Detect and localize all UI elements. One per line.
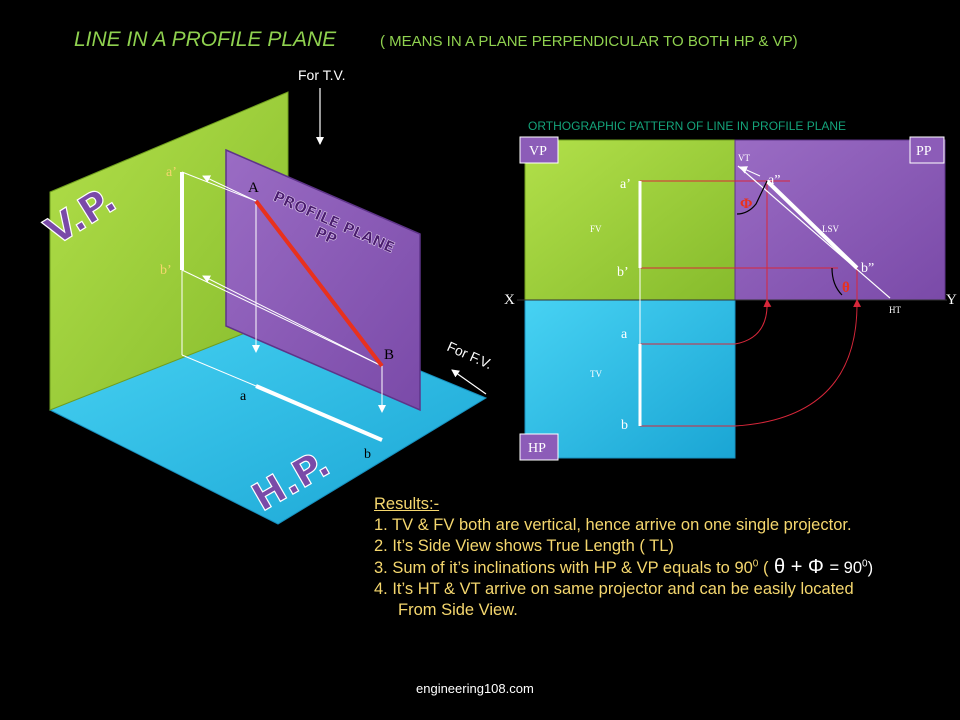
pp-tag [909, 136, 945, 164]
vt-label: VT [738, 153, 750, 163]
arc-b-transfer [734, 299, 862, 427]
theta-symbol: θ [842, 280, 850, 296]
ortho-label-a-dash: a’ [620, 177, 631, 192]
label-b-dash: b’ [160, 263, 172, 278]
result-line-3-paren: ( [758, 559, 769, 577]
ortho-side-view [765, 179, 859, 270]
page-subtitle: ( MEANS IN A PLANE PERPENDICULAR TO BOTH… [380, 33, 798, 50]
vp-tag-label: VP [529, 144, 547, 159]
ortho-hp-area [524, 299, 736, 459]
for-fv-label: For F.V. [445, 338, 495, 372]
hp-tag [519, 433, 559, 461]
for-fv-arrow [451, 369, 487, 395]
hp-tag-label: HP [528, 441, 546, 456]
lsv-label: LSV [822, 224, 840, 234]
result-line-3-close: ) [867, 559, 874, 577]
profile-plane [225, 148, 421, 412]
for-tv-label: For T.V. [298, 67, 345, 83]
result-line-3-text: 3. Sum of it’s inclinations with HP & VP… [374, 559, 753, 577]
pp-tag-label: PP [916, 144, 932, 159]
ortho-vp-area [524, 139, 736, 301]
ortho-label-a-ddash: a” [768, 173, 780, 188]
result-line-2: 2. It’s Side View shows True Length ( TL… [374, 537, 674, 555]
projector-arrow-a-dash [202, 175, 257, 202]
result-line-1: 1. TV & FV both are vertical, hence arri… [374, 516, 852, 534]
ortho-label-b-dash: b’ [617, 265, 629, 280]
ortho-label-a: a [621, 327, 628, 342]
result-line-3-eq: = 90 [829, 559, 863, 577]
ortho-label-b: b [621, 418, 628, 433]
result-line-3: 3. Sum of it’s inclinations with HP & VP… [374, 557, 960, 579]
vp-tag [519, 136, 559, 164]
result-line-3-sup2: 0 [862, 558, 868, 570]
vt-arrow [739, 166, 761, 177]
label-a: a [240, 389, 247, 404]
phi-arc [736, 180, 768, 215]
result-line-4-cont: From Side View. [398, 601, 518, 619]
results-panel: Results:- 1. TV & FV both are vertical, … [374, 494, 960, 621]
ortho-label-b-ddash: b” [861, 261, 874, 276]
result-line-3-formula: θ + Φ [768, 556, 830, 578]
label-a-dash: a’ [166, 165, 177, 180]
fv-label: FV [590, 224, 602, 234]
label-point-A: A [248, 180, 259, 196]
result-line-3-sup: 0 [752, 558, 759, 570]
results-heading: Results:- [374, 495, 440, 513]
theta-arc [831, 267, 843, 296]
y-label: Y [946, 292, 957, 308]
ht-label: HT [889, 305, 901, 315]
phi-symbol: Φ [740, 196, 752, 212]
result-line-4: 4. It’s HT & VT arrive on same projector… [374, 580, 854, 598]
top-view-line [255, 384, 383, 442]
x-label: X [504, 292, 515, 308]
label-point-B: B [384, 347, 394, 363]
label-b: b [364, 447, 371, 462]
page-title: LINE IN A PROFILE PLANE [74, 28, 337, 51]
footer-credit: engineering108.com [416, 681, 534, 696]
tv-label: TV [590, 369, 602, 379]
arc-a-transfer [734, 299, 772, 345]
ortho-pp-area [734, 139, 946, 301]
projector-arrow-b-dash [202, 275, 383, 367]
true-line-ab [254, 199, 384, 368]
ortho-heading: ORTHOGRAPHIC PATTERN OF LINE IN PROFILE … [528, 119, 846, 133]
